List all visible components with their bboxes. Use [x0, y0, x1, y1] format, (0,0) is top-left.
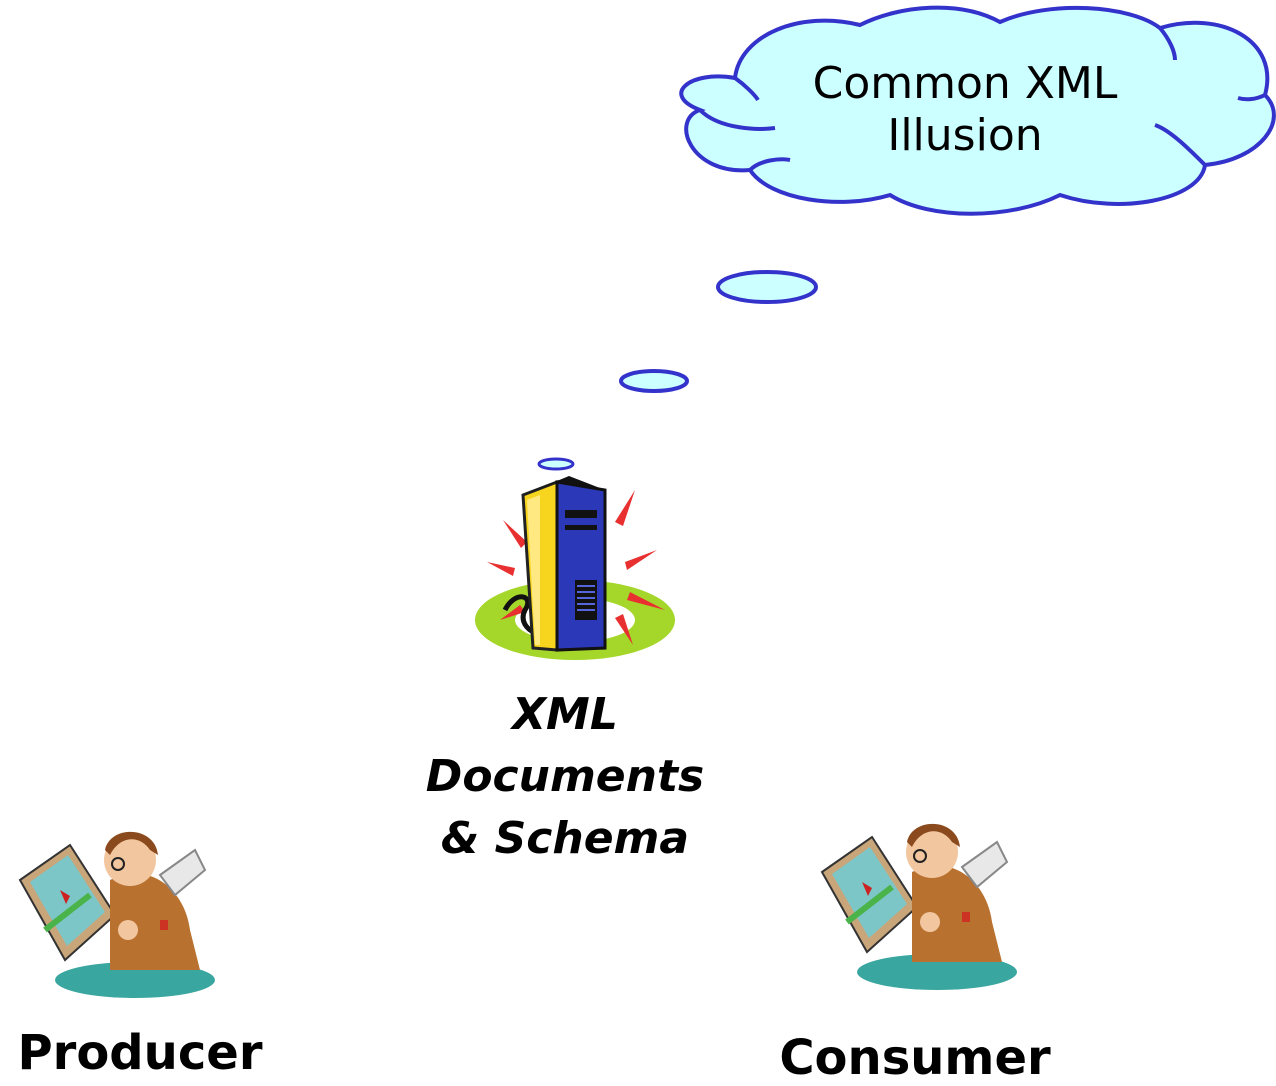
producer-label: Producer [17, 1025, 263, 1081]
thought-bubble-small [537, 457, 575, 471]
thought-bubble-medium [619, 369, 689, 393]
consumer-figure [820, 823, 1017, 990]
server-icon [475, 476, 675, 660]
consumer-label: Consumer [779, 1030, 1051, 1086]
thought-bubble-large [716, 270, 818, 304]
producer-figure [18, 831, 215, 998]
cloud-text: Common XML Illusion [812, 58, 1118, 161]
server-caption: XML Documents & Schema [425, 689, 705, 864]
